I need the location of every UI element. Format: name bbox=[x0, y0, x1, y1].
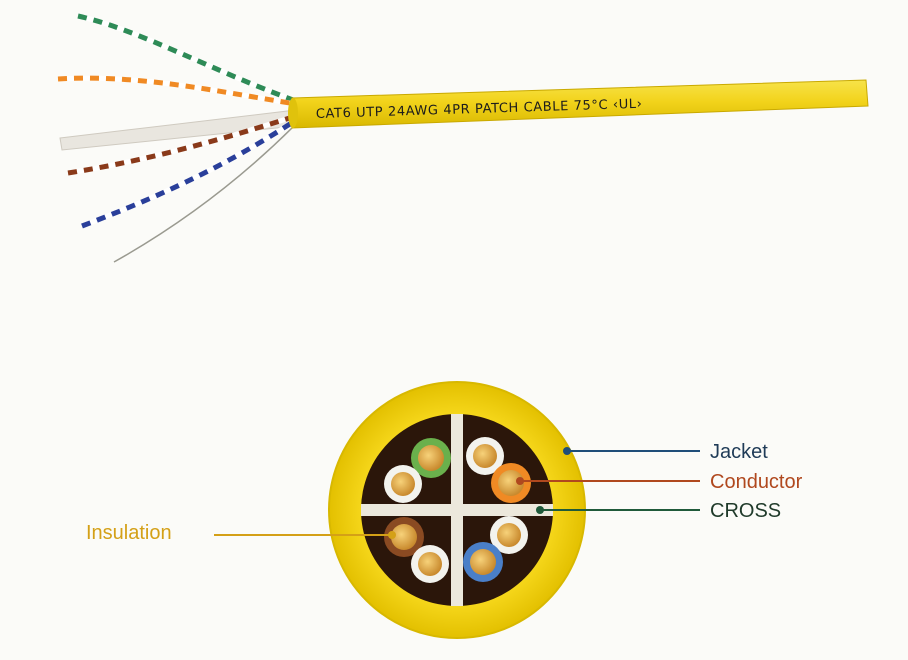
orange-white-wire bbox=[57, 75, 297, 107]
conductor-blue-white bbox=[490, 516, 528, 554]
blue-wire bbox=[81, 117, 298, 229]
green-wire bbox=[77, 13, 297, 104]
brown-wire bbox=[67, 113, 297, 176]
cable-cross-section bbox=[328, 381, 586, 639]
conductor-brown bbox=[384, 517, 424, 557]
cross-horizontal bbox=[361, 504, 553, 516]
jacket-label: Jacket bbox=[710, 441, 768, 463]
conductor-green-white bbox=[384, 465, 422, 503]
callout-conductor: Conductor bbox=[516, 471, 803, 493]
ripcord bbox=[113, 123, 297, 263]
callout-cross: CROSS bbox=[536, 500, 781, 522]
callout-dot bbox=[388, 531, 396, 539]
callout-dot bbox=[563, 447, 571, 455]
insulation-label: Insulation bbox=[86, 522, 172, 544]
callout-insulation: Insulation bbox=[86, 522, 396, 544]
stripped-cable: CAT6 UTP 24AWG 4PR PATCH CABLE 75°C ‹UL› bbox=[57, 13, 869, 263]
conductor-blue bbox=[463, 542, 503, 582]
conductor-green bbox=[411, 438, 451, 478]
jacket-cut-end bbox=[288, 98, 298, 128]
conductor-orange bbox=[491, 463, 531, 503]
conductor-brown-white bbox=[411, 545, 449, 583]
orange-wire bbox=[57, 75, 297, 107]
cross-label: CROSS bbox=[710, 500, 781, 522]
conductor-label: Conductor bbox=[710, 471, 803, 493]
callout-dot bbox=[516, 477, 524, 485]
callout-jacket: Jacket bbox=[563, 441, 768, 463]
conductor-orange-white bbox=[466, 437, 504, 475]
callout-dot bbox=[536, 506, 544, 514]
